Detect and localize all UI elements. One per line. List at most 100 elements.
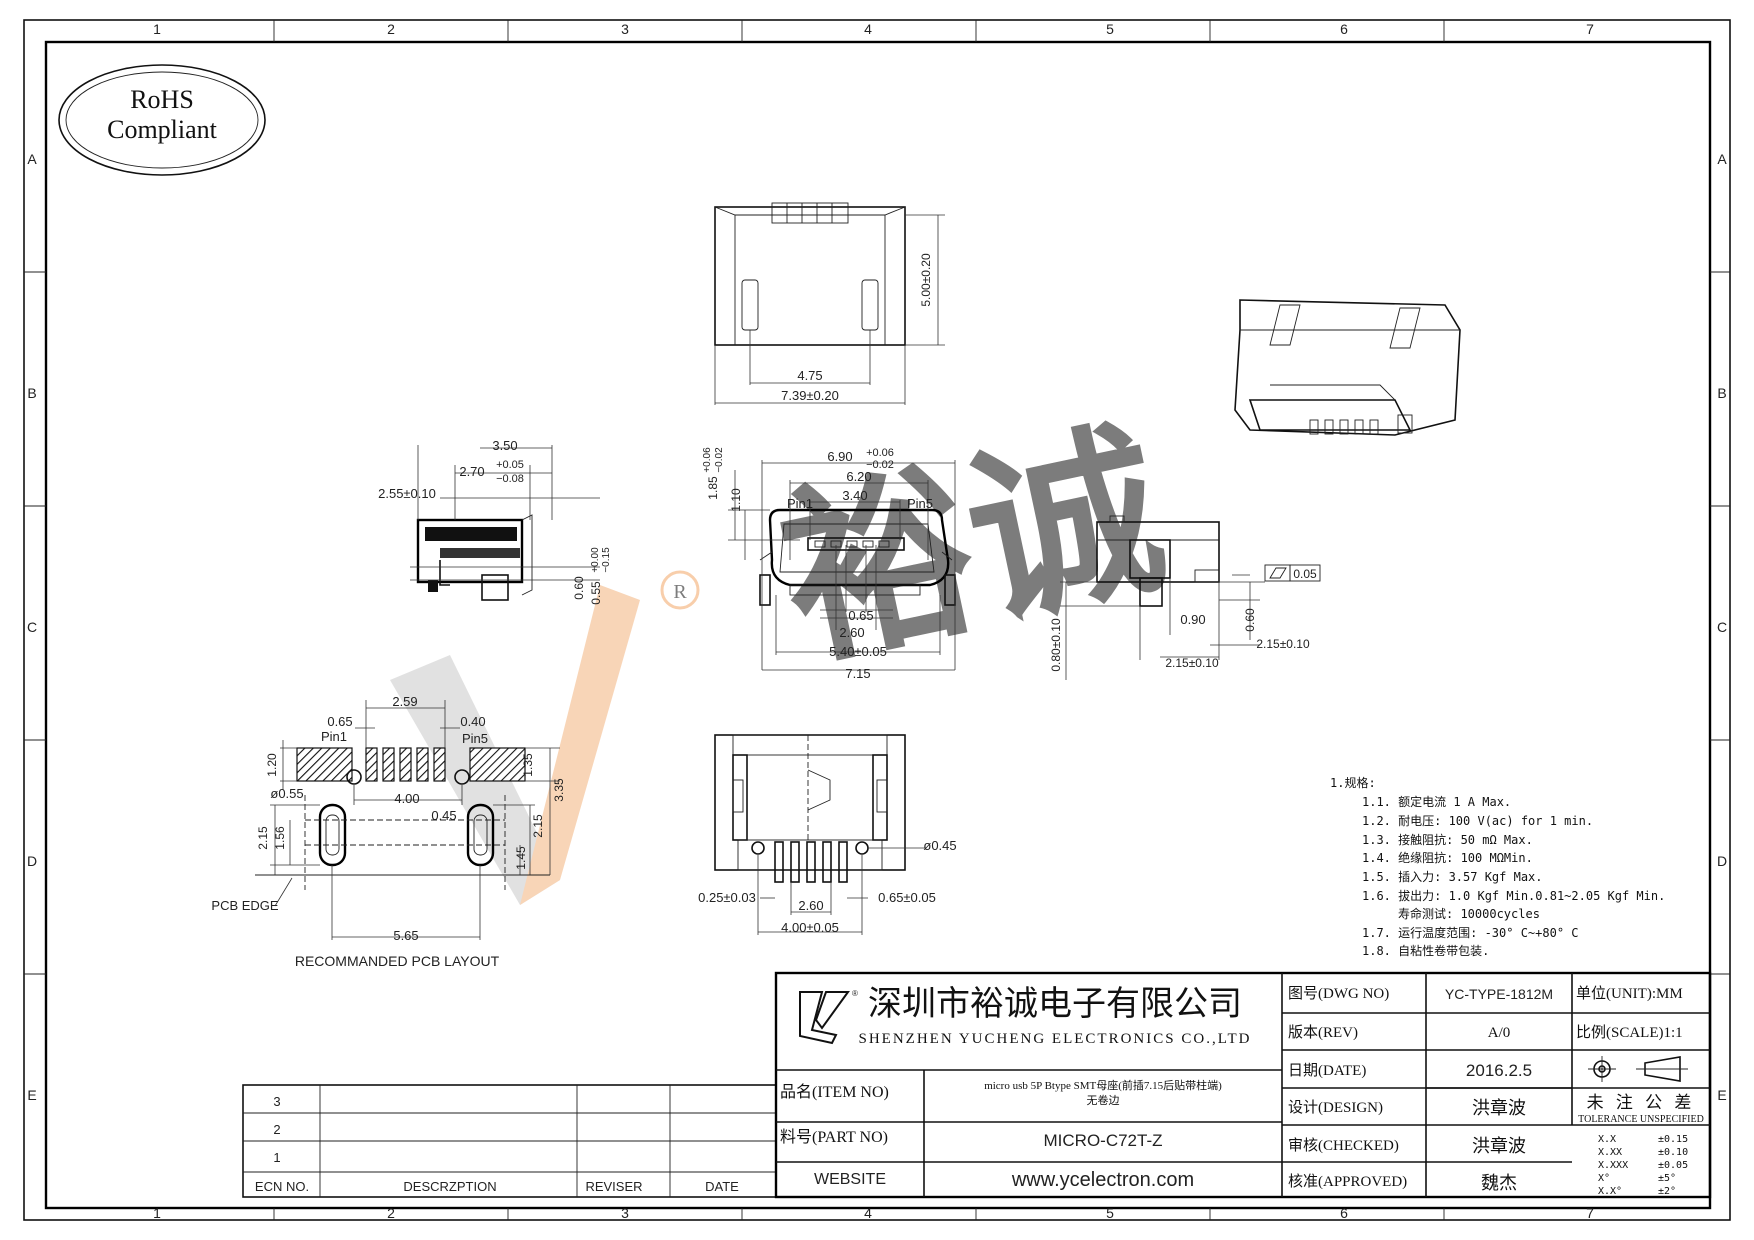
dim-label: 0.25±0.03 bbox=[698, 890, 756, 905]
row-label: A bbox=[27, 151, 37, 167]
row-label: E bbox=[27, 1087, 36, 1103]
col-label: 1 bbox=[153, 1205, 161, 1221]
dim-label: 2.15±0.10 bbox=[1256, 637, 1310, 651]
right-view: 0.05 0.90 0.60 2.15±0.10 2.15±0.10 0.80±… bbox=[1049, 515, 1321, 680]
dim-label: 1.45 bbox=[514, 846, 528, 870]
tolerance-key: X.X° bbox=[1598, 1186, 1622, 1197]
row-label: B bbox=[1717, 385, 1726, 401]
dim-label: 2.15±0.10 bbox=[1165, 656, 1219, 670]
revision-header: ECN NO. bbox=[255, 1179, 309, 1194]
spec-item: 1.6. 拔出力: 1.0 Kgf Min.0.81~2.05 Kgf Min. bbox=[1362, 888, 1665, 903]
part-label: 料号(PART NO) bbox=[780, 1128, 888, 1146]
col-label: 5 bbox=[1106, 1205, 1114, 1221]
rohs-badge-outer bbox=[58, 64, 266, 176]
col-label: 3 bbox=[621, 21, 629, 37]
svg-text:®: ® bbox=[852, 989, 858, 998]
dwg-label: 图号(DWG NO) bbox=[1288, 985, 1389, 1002]
tolerance-value: ±5° bbox=[1658, 1173, 1676, 1184]
row-label: A bbox=[1717, 151, 1727, 167]
row-label: D bbox=[27, 853, 37, 869]
revision-header: REVISER bbox=[585, 1179, 642, 1194]
item-value-line2: 无卷边 bbox=[1087, 1093, 1120, 1107]
inner-border bbox=[44, 40, 1712, 1210]
dim-label: 6.20 bbox=[846, 469, 871, 484]
col-label: 6 bbox=[1340, 21, 1348, 37]
dim-label: 4.00±0.05 bbox=[781, 920, 839, 935]
dim-label: +0.06 bbox=[702, 447, 713, 473]
dim-label: 1.56 bbox=[273, 826, 287, 850]
dim-label: 0.80±0.10 bbox=[1049, 618, 1063, 672]
company-name-cn: 深圳市裕诚电子有限公司 bbox=[868, 985, 1242, 1023]
pcb-layout-title: RECOMMANDED PCB LAYOUT bbox=[295, 953, 500, 969]
spec-item: 1.8. 自粘性卷带包装. bbox=[1362, 943, 1489, 958]
title-block: ® 深圳市裕诚电子有限公司 SHENZHEN YUCHENG ELECTRONI… bbox=[774, 971, 1712, 1199]
dim-label: 3.50 bbox=[492, 438, 517, 453]
col-label: 5 bbox=[1106, 21, 1114, 37]
tolerance-value: ±0.15 bbox=[1658, 1134, 1688, 1145]
tolerance-key: X° bbox=[1598, 1173, 1610, 1184]
row-label: D bbox=[1717, 853, 1727, 869]
revision-table: 3 2 1 ECN NO. DESCRZPTION REVISER DATE bbox=[242, 1084, 777, 1198]
dim-label: 0.60 bbox=[572, 576, 586, 600]
dim-label: 2.15 bbox=[531, 814, 545, 838]
revision-row: 3 bbox=[273, 1094, 280, 1109]
col-label: 4 bbox=[864, 1205, 872, 1221]
dim-label: 3.35 bbox=[552, 778, 566, 802]
spec-item: 1.2. 耐电压: 100 V(ac) for 1 min. bbox=[1362, 814, 1593, 828]
dim-label: 1.10 bbox=[729, 488, 743, 512]
dim-label: 1.20 bbox=[265, 753, 279, 777]
row-label: C bbox=[1717, 619, 1727, 635]
dim-label: 7.15 bbox=[845, 666, 870, 681]
row-labels-right: A B C D E bbox=[1717, 151, 1727, 1103]
isometric-view bbox=[1234, 299, 1461, 436]
company-logo: ® bbox=[799, 989, 858, 1045]
dim-label: 2.70 bbox=[459, 464, 484, 479]
approved-label: 核准(APPROVED) bbox=[1288, 1173, 1407, 1190]
revision-row: 2 bbox=[273, 1122, 280, 1137]
dwg-value: YC-TYPE-1812M bbox=[1445, 986, 1553, 1002]
part-value: MICRO-C72T-Z bbox=[1044, 1131, 1163, 1150]
svg-text:R: R bbox=[673, 581, 687, 603]
revision-header: DESCRZPTION bbox=[403, 1179, 496, 1194]
dim-label: 2.55±0.10 bbox=[378, 486, 436, 501]
tolerance-value: ±0.10 bbox=[1658, 1147, 1688, 1158]
dim-label: +0.05 bbox=[496, 459, 524, 471]
unit-label: 单位(UNIT):MM bbox=[1576, 985, 1683, 1002]
dim-label: 0.05 bbox=[1293, 567, 1317, 581]
dim-label: −0.08 bbox=[496, 473, 524, 485]
dim-label: 2.15 bbox=[256, 826, 270, 850]
tolerance-title: 未 注 公 差 bbox=[1587, 1093, 1696, 1112]
checked-value: 洪章波 bbox=[1472, 1136, 1526, 1156]
dim-label: +0.00 bbox=[590, 547, 601, 573]
item-value: micro usb 5P Btype SMT母座(前插7.15后贴带柱端) bbox=[984, 1078, 1222, 1092]
row-label: C bbox=[27, 619, 37, 635]
revision-row: 1 bbox=[273, 1150, 280, 1165]
spec-item: 1.1. 额定电流 1 A Max. bbox=[1362, 794, 1511, 809]
dim-label: 6.90 bbox=[827, 449, 852, 464]
dim-label: 7.39±0.20 bbox=[781, 388, 839, 403]
rev-label: 版本(REV) bbox=[1288, 1024, 1358, 1041]
spec-item: 1.5. 插入力: 3.57 Kgf Max. bbox=[1362, 870, 1543, 884]
spec-item: 1.4. 绝缘阻抗: 100 MΩMin. bbox=[1362, 850, 1533, 865]
tolerance-value: ±0.05 bbox=[1658, 1160, 1688, 1171]
checked-label: 审核(CHECKED) bbox=[1288, 1137, 1399, 1154]
website-value: www.ycelectron.com bbox=[1011, 1169, 1194, 1191]
front-view: 6.90 +0.06 −0.02 6.20 3.40 1.85 +0.06 −0… bbox=[702, 447, 956, 681]
date-value: 2016.2.5 bbox=[1466, 1061, 1532, 1080]
dim-label: 0.65 bbox=[848, 608, 873, 623]
col-label: 2 bbox=[387, 21, 395, 37]
dim-label: 1.85 bbox=[706, 476, 720, 500]
item-label: 品名(ITEM NO) bbox=[780, 1083, 889, 1101]
column-labels-top: 1 2 3 4 5 6 7 bbox=[153, 21, 1594, 37]
dim-label: −0.02 bbox=[714, 447, 725, 473]
specifications: 1.规格: 1.1. 额定电流 1 A Max. 1.2. 耐电压: 100 V… bbox=[1330, 775, 1665, 958]
pcb-edge-label: PCB EDGE bbox=[211, 898, 279, 913]
col-label: 7 bbox=[1586, 1205, 1594, 1221]
dim-label: 0.90 bbox=[1180, 612, 1205, 627]
dim-label: 3.40 bbox=[842, 488, 867, 503]
pcb-layout: 2.59 0.65 0.40 Pin1 Pin5 1.20 1.35 3.35 … bbox=[211, 694, 566, 969]
dim-label: 2.60 bbox=[839, 625, 864, 640]
zone-ticks bbox=[24, 20, 1730, 1220]
dim-label: 5.40±0.05 bbox=[829, 644, 887, 659]
